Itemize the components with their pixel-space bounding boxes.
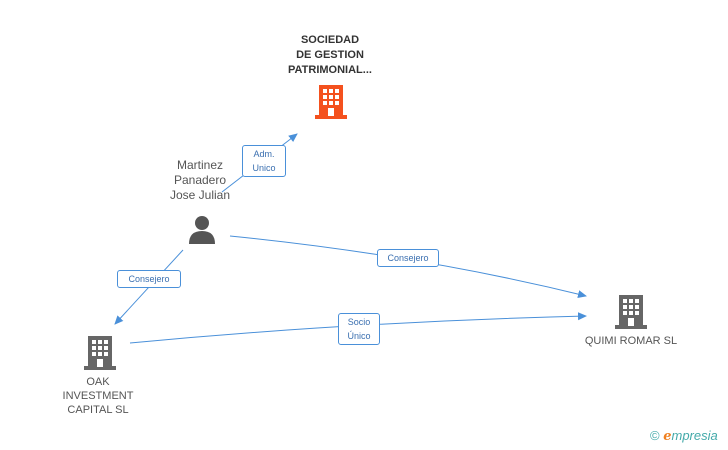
edge-label-adm-unico: Adm. Unico: [242, 145, 286, 177]
brand-e: e: [663, 429, 672, 444]
sociedad-label[interactable]: SOCIEDAD DE GESTION PATRIMONIAL...: [288, 34, 372, 76]
person-label[interactable]: Martinez Panadero Jose Julian: [169, 158, 231, 202]
building-icon[interactable]: [315, 83, 347, 119]
edge-label-consejero-quimi: Consejero: [377, 249, 439, 267]
person-icon[interactable]: [187, 214, 217, 244]
quimi-label[interactable]: QUIMI ROMAR SL: [584, 335, 678, 347]
brand-name: mpresia: [671, 428, 718, 443]
copyright-icon: ©: [650, 428, 660, 443]
oak-label[interactable]: OAK INVESTMENT CAPITAL SL: [62, 376, 134, 416]
building-icon[interactable]: [84, 334, 116, 370]
empresia-logo: © empresia: [650, 428, 718, 444]
edge-label-consejero-oak: Consejero: [117, 270, 181, 288]
building-icon[interactable]: [615, 293, 647, 329]
edge-label-socio-unico: Socio Único: [338, 313, 380, 345]
